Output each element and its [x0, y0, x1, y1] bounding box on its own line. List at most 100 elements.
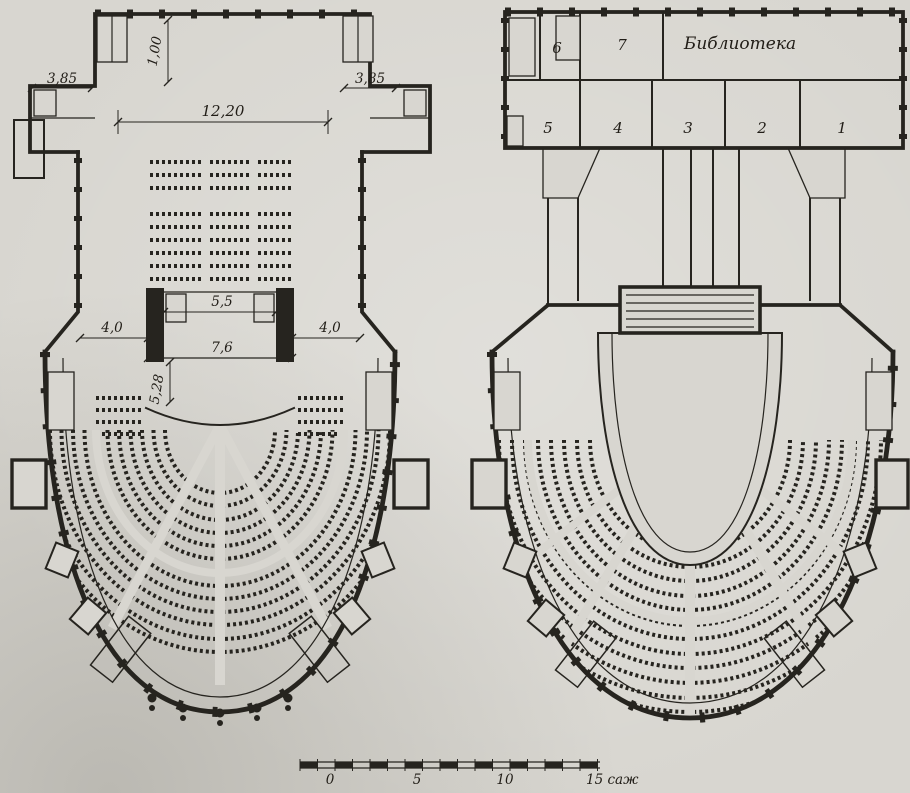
stair-hatch: [508, 17, 536, 77]
column: [285, 705, 291, 711]
scale-segment: [405, 762, 423, 768]
right-floor-plan: Библиотека 6 7 5 4 3 2 1: [470, 7, 910, 724]
proscenium-wall: [146, 288, 164, 362]
balcony-front-line: [611, 332, 769, 553]
stage-front-line: [144, 406, 296, 426]
loge-box: [332, 596, 372, 636]
left-stage-house-seating: [150, 160, 292, 281]
stair-hatch: [33, 89, 57, 117]
stair-hatch: [555, 15, 581, 61]
loge-box: [360, 541, 396, 579]
scale-segment: [545, 762, 563, 768]
dim-label: 3,85: [355, 71, 385, 87]
scale-segment: [580, 762, 598, 768]
column: [254, 715, 260, 721]
column: [149, 705, 155, 711]
dim-label: 7,6: [211, 340, 233, 356]
dim-tick: [339, 83, 349, 93]
proscenium-wall: [276, 288, 294, 362]
scale-ticks: [299, 759, 600, 771]
auditorium-well-opening: [596, 332, 784, 567]
scale-label: 15 саж: [586, 772, 639, 788]
dim-tick: [355, 333, 365, 343]
dim-tick: [27, 83, 37, 93]
dim-tick: [163, 77, 173, 87]
side-entrance-box: [10, 458, 48, 510]
loge-box: [814, 598, 854, 638]
column: [180, 715, 186, 721]
dim-label: 4,0: [318, 320, 341, 336]
seat-row-arc: [59, 429, 381, 614]
dim-tick: [75, 333, 85, 343]
side-entrance-box: [470, 458, 508, 510]
left-floor-plan: 3,85 1,00 3,85 12,20 5,5 4,0 7,6 5,28 4,…: [10, 9, 432, 726]
aisle: [216, 422, 332, 631]
dim-tick: [271, 307, 281, 317]
dim-tick: [113, 117, 123, 127]
column: [147, 693, 157, 703]
staircase: [554, 620, 617, 689]
column: [252, 703, 262, 713]
scale-segment: [475, 762, 493, 768]
dim-tick: [87, 83, 97, 93]
scale-label: 0: [326, 772, 335, 788]
staircase: [288, 615, 351, 684]
column: [217, 720, 223, 726]
scale-segment: [510, 762, 528, 768]
scale-bar: 0 5 10 15 саж: [299, 759, 639, 788]
room-number: 1: [837, 119, 847, 137]
dim-label: 4,0: [100, 320, 123, 336]
entrance-colonnade: [147, 693, 293, 726]
dim-tick: [287, 353, 297, 363]
gallery-corridor-line: [62, 357, 379, 698]
gallery-corridor-line: [507, 357, 873, 704]
dim-tick: [323, 117, 333, 127]
left-plan-dimensions: 3,85 1,00 3,85 12,20 5,5 4,0 7,6 5,28 4,…: [27, 15, 401, 407]
room-number: 6: [552, 39, 562, 57]
cross-aisle: [524, 439, 856, 625]
staircase: [763, 620, 826, 689]
scale-label: 5: [413, 772, 422, 788]
hall-wall-left: [42, 150, 80, 355]
hall-wall-right: [360, 150, 398, 355]
staircase: [865, 371, 893, 431]
stair-hatch: [165, 293, 187, 323]
dim-label: 1,00: [145, 35, 166, 68]
aisle: [108, 422, 224, 631]
entry-wall: [489, 302, 551, 355]
stair-transition: [787, 147, 846, 199]
loge-box: [842, 541, 878, 579]
annex-room: [13, 119, 45, 179]
staircase: [365, 371, 393, 431]
scale-segment: [335, 762, 353, 768]
loge-box: [68, 596, 108, 636]
room-labels: Библиотека 6 7 5 4 3 2 1: [543, 34, 847, 137]
staircase: [89, 615, 152, 684]
entry-wall: [837, 302, 896, 355]
dim-tick: [143, 333, 153, 343]
dim-tick: [159, 307, 169, 317]
seat-row-arc: [48, 429, 392, 627]
room-number: 5: [543, 119, 553, 137]
stair-hatch: [253, 293, 275, 323]
dim-label: 5,28: [147, 373, 168, 406]
side-entrance-box: [874, 458, 910, 510]
dim-tick: [163, 15, 173, 25]
pilaster-row: [487, 351, 898, 724]
scale-segment: [370, 762, 388, 768]
scale-segment: [300, 762, 318, 768]
column: [215, 708, 225, 718]
seat-row-arc: [140, 429, 300, 522]
scale-label: 10: [496, 772, 514, 788]
library-label: Библиотека: [683, 34, 796, 54]
dim-tick: [165, 357, 175, 367]
stair-hatch: [403, 89, 427, 117]
room-number: 7: [617, 36, 627, 54]
dim-label: 5,5: [211, 294, 232, 310]
scale-segment: [440, 762, 458, 768]
dim-label: 3,85: [47, 71, 77, 87]
left-parterre-seating: [45, 396, 395, 685]
dim-tick: [165, 397, 175, 407]
cross-aisle: [92, 429, 348, 577]
